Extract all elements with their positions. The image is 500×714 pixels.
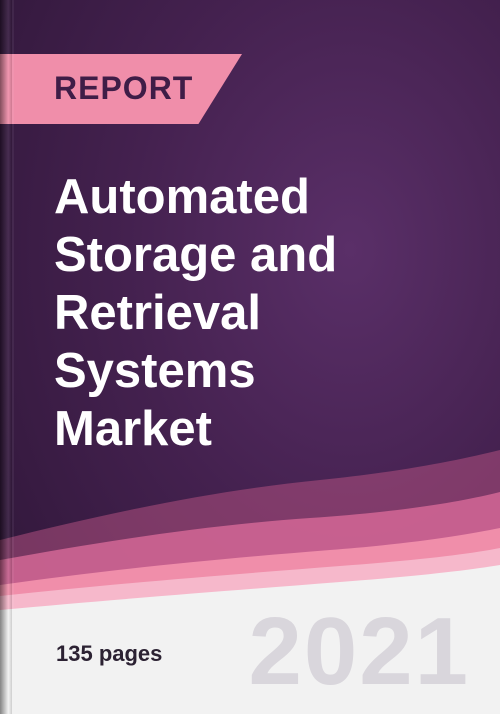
title-line-1: Automated [54, 170, 310, 224]
title-line-2: Storage and [54, 228, 338, 282]
book-spine-line [12, 0, 14, 714]
title-line-4: Systems [54, 344, 256, 398]
report-badge-banner [0, 54, 242, 124]
title-line-3: Retrieval [54, 286, 262, 340]
report-year: 2021 [248, 598, 470, 705]
footer-panel [0, 565, 500, 714]
page-count: 135 pages [56, 641, 163, 666]
decorative-wave-band [0, 450, 500, 714]
report-title: Automated Storage and Retrieval Systems … [54, 168, 474, 458]
title-line-5: Market [54, 402, 212, 456]
report-badge-label: REPORT [54, 70, 194, 106]
book-spine-shadow [0, 0, 12, 714]
